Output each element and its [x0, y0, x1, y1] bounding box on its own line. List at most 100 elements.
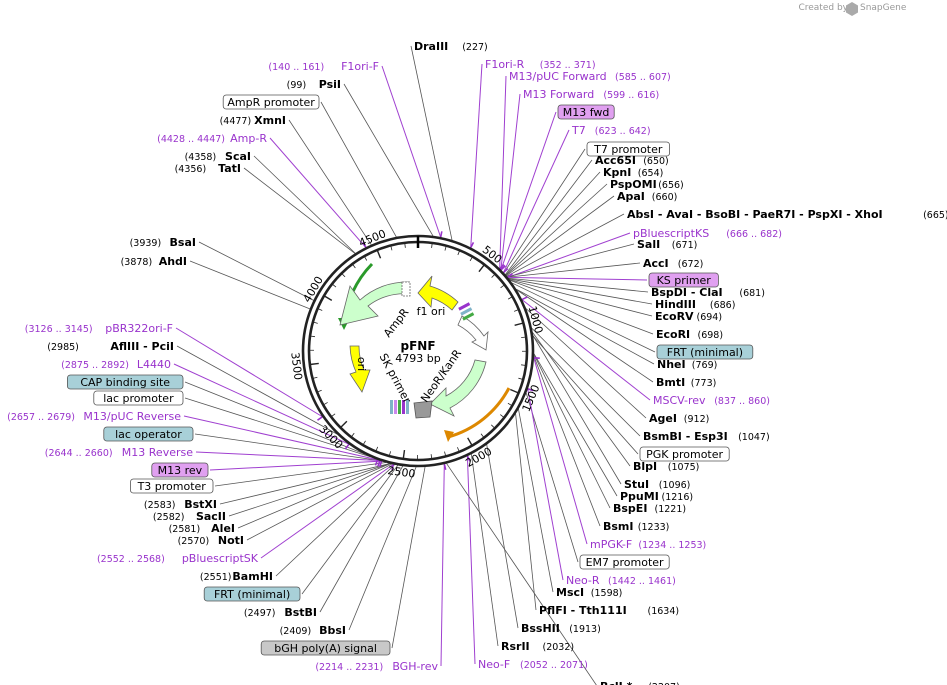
enzyme-position: (1047) — [738, 432, 770, 443]
label-leader-line — [505, 183, 608, 276]
label-leader-line — [470, 63, 483, 248]
map-label-agei: AgeI(912) — [649, 412, 709, 425]
feature-name: PGK promoter — [646, 448, 723, 461]
label-leader-line — [507, 262, 641, 278]
map-label-m13-puc-forward: M13/pUC Forward(585 .. 607) — [509, 70, 671, 83]
map-label-t7-promoter: T7 promoter — [586, 141, 670, 157]
map-label-pbluescriptsk: pBluescriptSK(2552 .. 2568) — [97, 552, 259, 565]
label-leader-line — [209, 460, 382, 471]
label-leader-line — [301, 464, 399, 595]
enzyme-name: SacII — [196, 510, 226, 523]
enzyme-name: EcoRV — [655, 310, 694, 323]
enzyme-position: (694) — [697, 312, 723, 323]
ring-tick — [312, 321, 318, 324]
map-label-pgk-promoter: PGK promoter — [639, 446, 730, 462]
label-leader-line — [506, 213, 625, 277]
ring-tick — [469, 256, 473, 262]
mcs-right-marks — [458, 302, 475, 321]
ring-tick-label: 1500 — [520, 383, 543, 414]
enzyme-name: MscI — [556, 586, 584, 599]
enzyme-name: ApaI — [617, 190, 645, 203]
feature-box — [203, 586, 301, 602]
map-label-bstxi: BstXI(2583) — [144, 498, 217, 511]
label-leader-line — [533, 353, 618, 497]
enzyme-position: (773) — [691, 378, 717, 389]
ring-tick — [341, 273, 346, 278]
ring-tick — [316, 389, 322, 393]
credit-text: Created by — [798, 3, 848, 13]
map-label-lac-operator: lac operator — [103, 426, 194, 442]
map-label-bbsi: BbsI(2409) — [280, 624, 346, 637]
primer-site-mark — [344, 443, 350, 450]
enzyme-position: (1233) — [638, 522, 670, 533]
enzyme-name: BstBI — [284, 606, 317, 619]
label-leader-line — [507, 243, 635, 278]
primer-site-mark — [527, 387, 534, 392]
enzyme-position: (656) — [658, 180, 684, 191]
enzyme-name: BsaI — [170, 236, 196, 249]
primer-position: (2214 .. 2231) — [315, 662, 383, 673]
enzyme-name: TatI — [218, 162, 241, 175]
primer-site-mark — [362, 241, 367, 248]
label-leader-line — [470, 453, 499, 647]
label-leader-line — [391, 466, 426, 649]
primer-name: F1ori-R — [485, 58, 525, 71]
label-leader-line — [508, 278, 653, 305]
primer-site-mark — [507, 272, 513, 279]
label-leader-line — [269, 137, 367, 248]
enzyme-position: (672) — [678, 259, 704, 270]
ring-tick-label: 3500 — [288, 351, 304, 380]
enzyme-name: DraIII — [414, 40, 448, 53]
primer-position: (2552 .. 2568) — [97, 554, 165, 565]
map-label-em7-promoter: EM7 promoter — [579, 554, 670, 570]
label-leader-line — [198, 241, 314, 301]
enzyme-name: PflFI - Tth111I — [539, 604, 627, 617]
label-leader-line — [511, 282, 656, 353]
feature-box — [260, 640, 391, 656]
enzyme-name: Acc65I — [595, 154, 636, 167]
feature-box — [93, 390, 184, 406]
map-label-l4440: L4440(2875 .. 2892) — [61, 358, 171, 371]
ring-tick — [467, 437, 473, 446]
label-leader-line — [500, 111, 557, 271]
feature-box — [103, 426, 194, 442]
map-label-t7: T7(623 .. 642) — [571, 124, 651, 137]
enzyme-name: NheI — [657, 358, 686, 371]
map-label-ampr-promoter: AmpR promoter — [222, 94, 320, 110]
enzyme-name: BmtI — [656, 376, 685, 389]
label-leader-line — [253, 155, 356, 254]
label-leader-line — [532, 335, 639, 455]
primer-name: M13 Reverse — [122, 446, 193, 459]
enzyme-position: (1913) — [569, 624, 601, 635]
ring-tick — [331, 283, 337, 288]
map-label-bsmbi-esp3i: BsmBI - Esp3I(1047) — [643, 430, 770, 443]
map-label-apai: ApaI(660) — [617, 190, 677, 203]
feature-name: M13 rev — [158, 464, 203, 477]
enzyme-position: (2570) — [178, 536, 210, 547]
map-label-cap-binding-site: CAP binding site — [67, 374, 184, 390]
ring-tick — [507, 296, 513, 300]
map-label-m13-forward: M13 Forward(599 .. 616) — [523, 88, 659, 101]
primer-site-mark — [374, 459, 379, 466]
label-leader-line — [288, 119, 372, 246]
label-leader-line — [509, 279, 653, 317]
feature-name: M13 fwd — [563, 106, 610, 119]
primer-position: (837 .. 860) — [714, 396, 770, 407]
label-leader-line — [507, 276, 648, 281]
primer-position: (599 .. 616) — [603, 90, 659, 101]
enzyme-name: AccI — [643, 257, 669, 270]
label-leader-line — [466, 455, 476, 665]
label-leader-line — [173, 363, 350, 445]
enzyme-position: (1096) — [659, 480, 691, 491]
enzyme-name: HindIII — [655, 298, 696, 311]
label-leader-line — [184, 381, 365, 455]
primer-name: Neo-R — [566, 574, 600, 587]
enzyme-name: StuI — [624, 478, 649, 491]
enzyme-position: (671) — [672, 240, 698, 251]
feature-box — [222, 94, 320, 110]
enzyme-position: (2581) — [169, 524, 201, 535]
enzyme-position: (912) — [684, 414, 710, 425]
enzyme-name: SalI — [637, 238, 660, 251]
label-leader-line — [518, 408, 554, 593]
ring-tick — [390, 245, 393, 251]
